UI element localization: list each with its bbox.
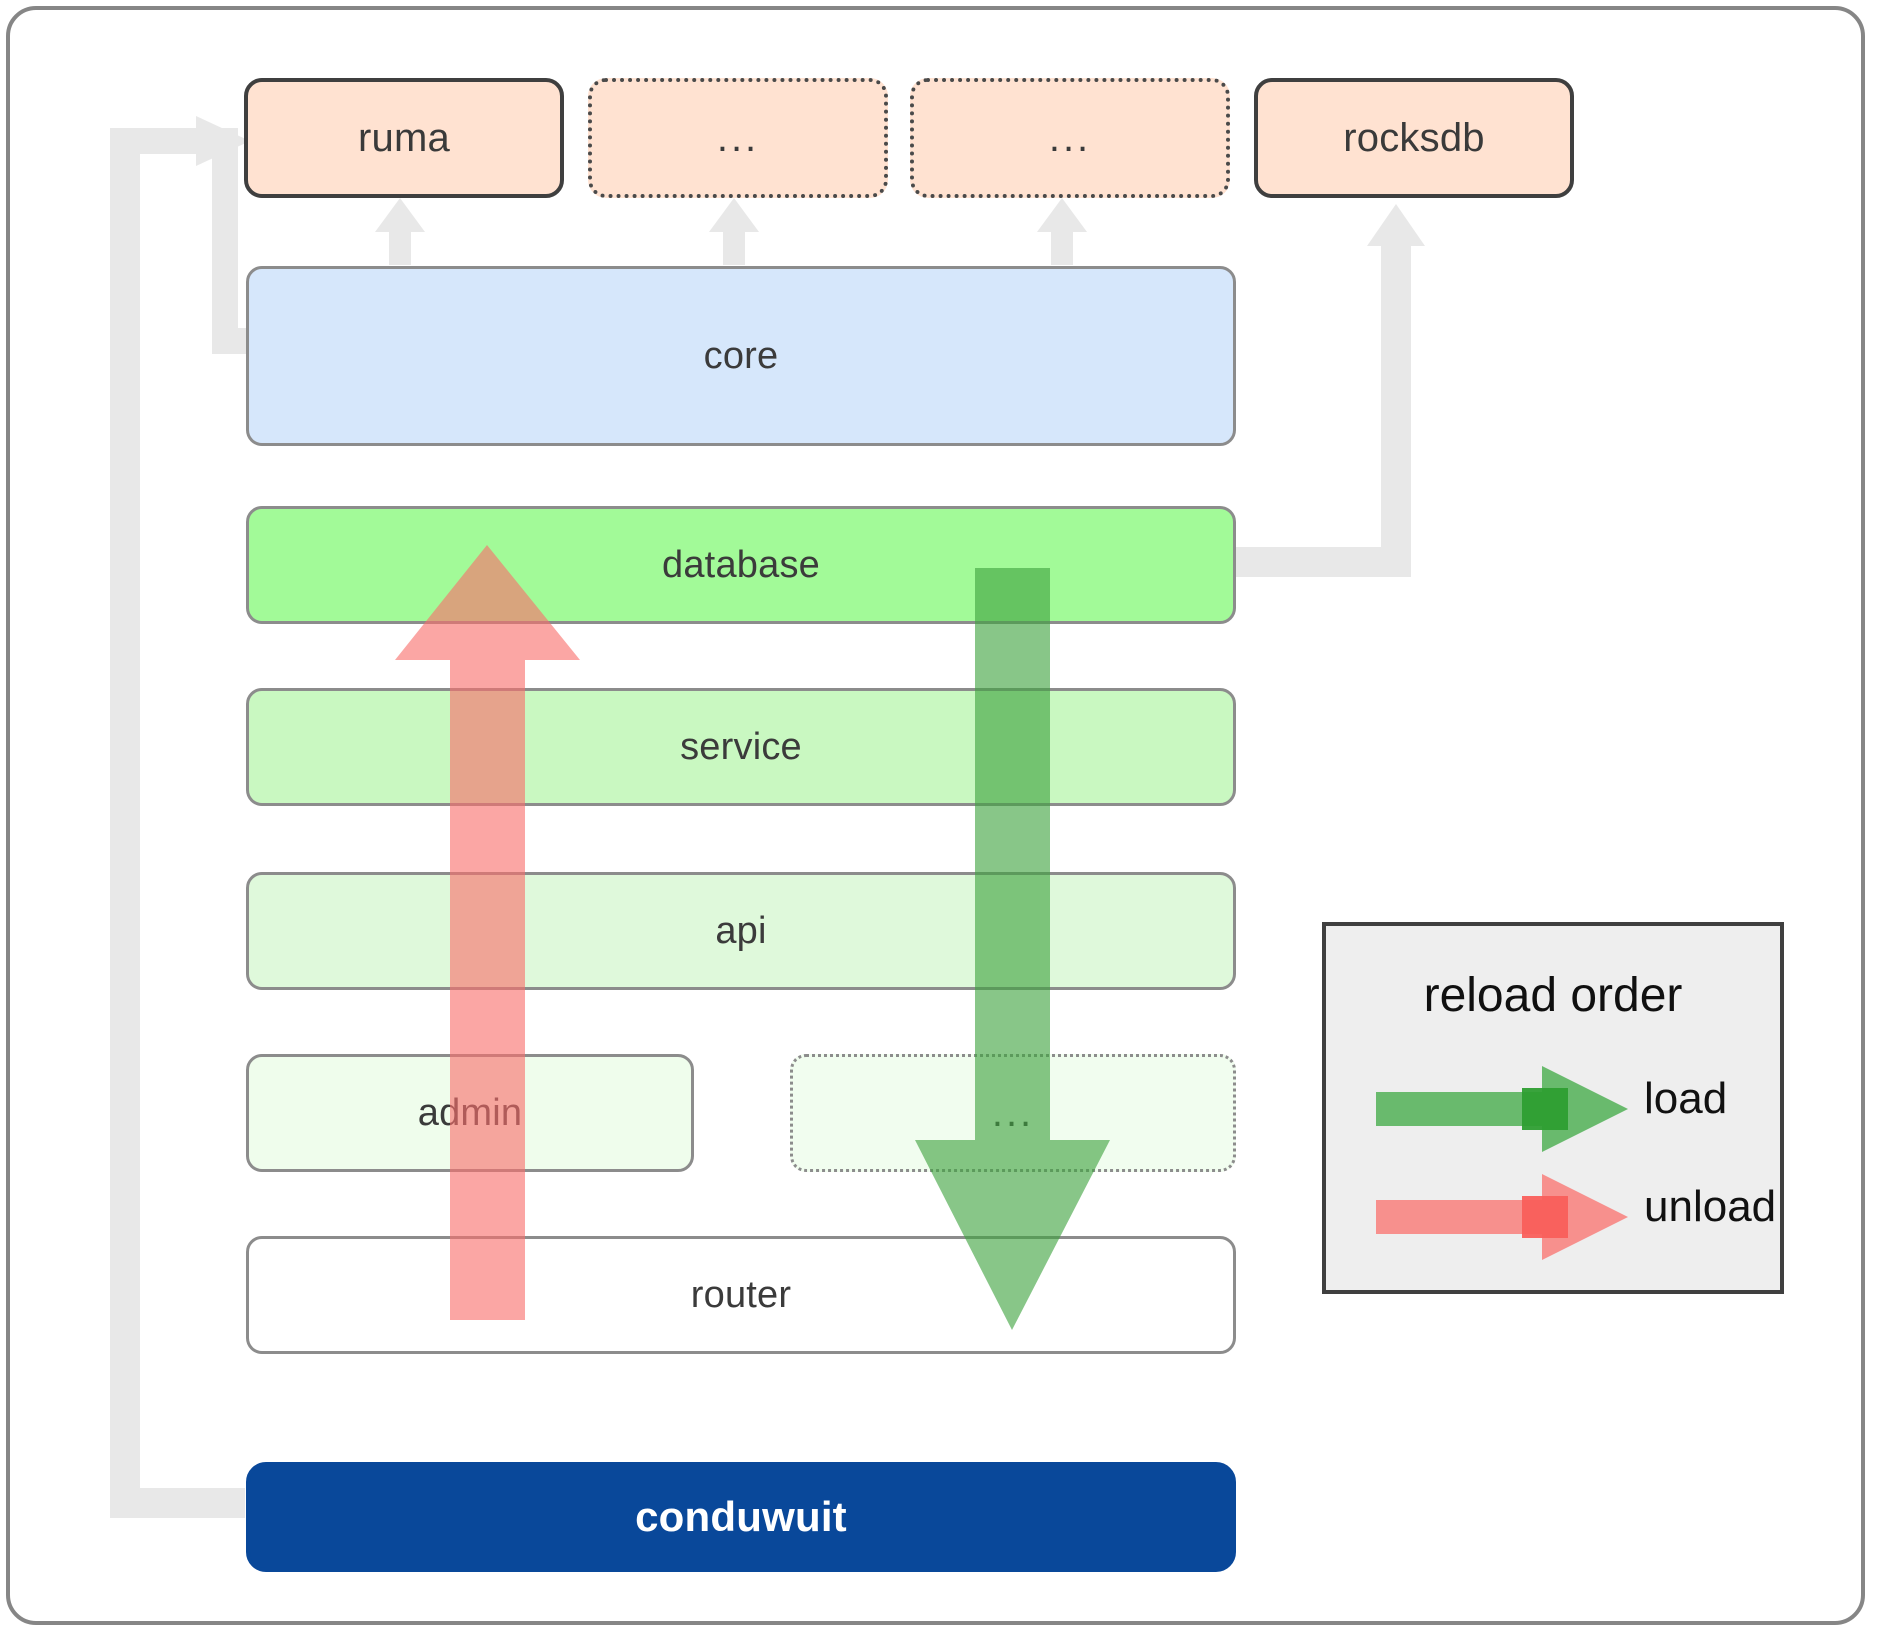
layer-ellipsis-label: ...	[991, 1091, 1035, 1135]
app-conduwuit[interactable]: conduwuit	[246, 1462, 1236, 1572]
load-arrow-icon	[1376, 1066, 1628, 1152]
crate-ruma[interactable]: ruma	[244, 78, 564, 198]
layer-database-label: database	[662, 543, 820, 586]
legend-row-load: load	[1326, 1066, 1780, 1152]
app-conduwuit-label: conduwuit	[635, 1493, 847, 1540]
layer-ellipsis[interactable]: ...	[790, 1054, 1236, 1172]
legend-label-unload: unload	[1644, 1182, 1777, 1231]
layer-api-label: api	[715, 909, 767, 952]
layer-service[interactable]: service	[246, 688, 1236, 806]
crate-ellipsis-1-label: ...	[716, 116, 760, 160]
layer-core[interactable]: core	[246, 266, 1236, 446]
diagram-frame	[6, 6, 1865, 1625]
layer-core-label: core	[703, 334, 779, 377]
unload-arrow-icon	[1376, 1174, 1628, 1260]
legend-reload-order: reload order load unload	[1322, 922, 1784, 1294]
layer-service-label: service	[680, 725, 802, 768]
crate-ellipsis-1[interactable]: ...	[588, 78, 888, 198]
crate-rocksdb[interactable]: rocksdb	[1254, 78, 1574, 198]
layer-admin-label: admin	[417, 1091, 523, 1134]
layer-database[interactable]: database	[246, 506, 1236, 624]
layer-api[interactable]: api	[246, 872, 1236, 990]
crate-ruma-label: ruma	[358, 115, 450, 160]
crate-rocksdb-label: rocksdb	[1343, 115, 1485, 160]
legend-label-load: load	[1644, 1074, 1728, 1123]
crate-ellipsis-2-label: ...	[1048, 116, 1092, 160]
crate-ellipsis-2[interactable]: ...	[910, 78, 1230, 198]
legend-row-unload: unload	[1326, 1174, 1780, 1260]
layer-router[interactable]: router	[246, 1236, 1236, 1354]
layer-router-label: router	[690, 1273, 792, 1316]
legend-title: reload order	[1423, 969, 1683, 1022]
layer-admin[interactable]: admin	[246, 1054, 694, 1172]
